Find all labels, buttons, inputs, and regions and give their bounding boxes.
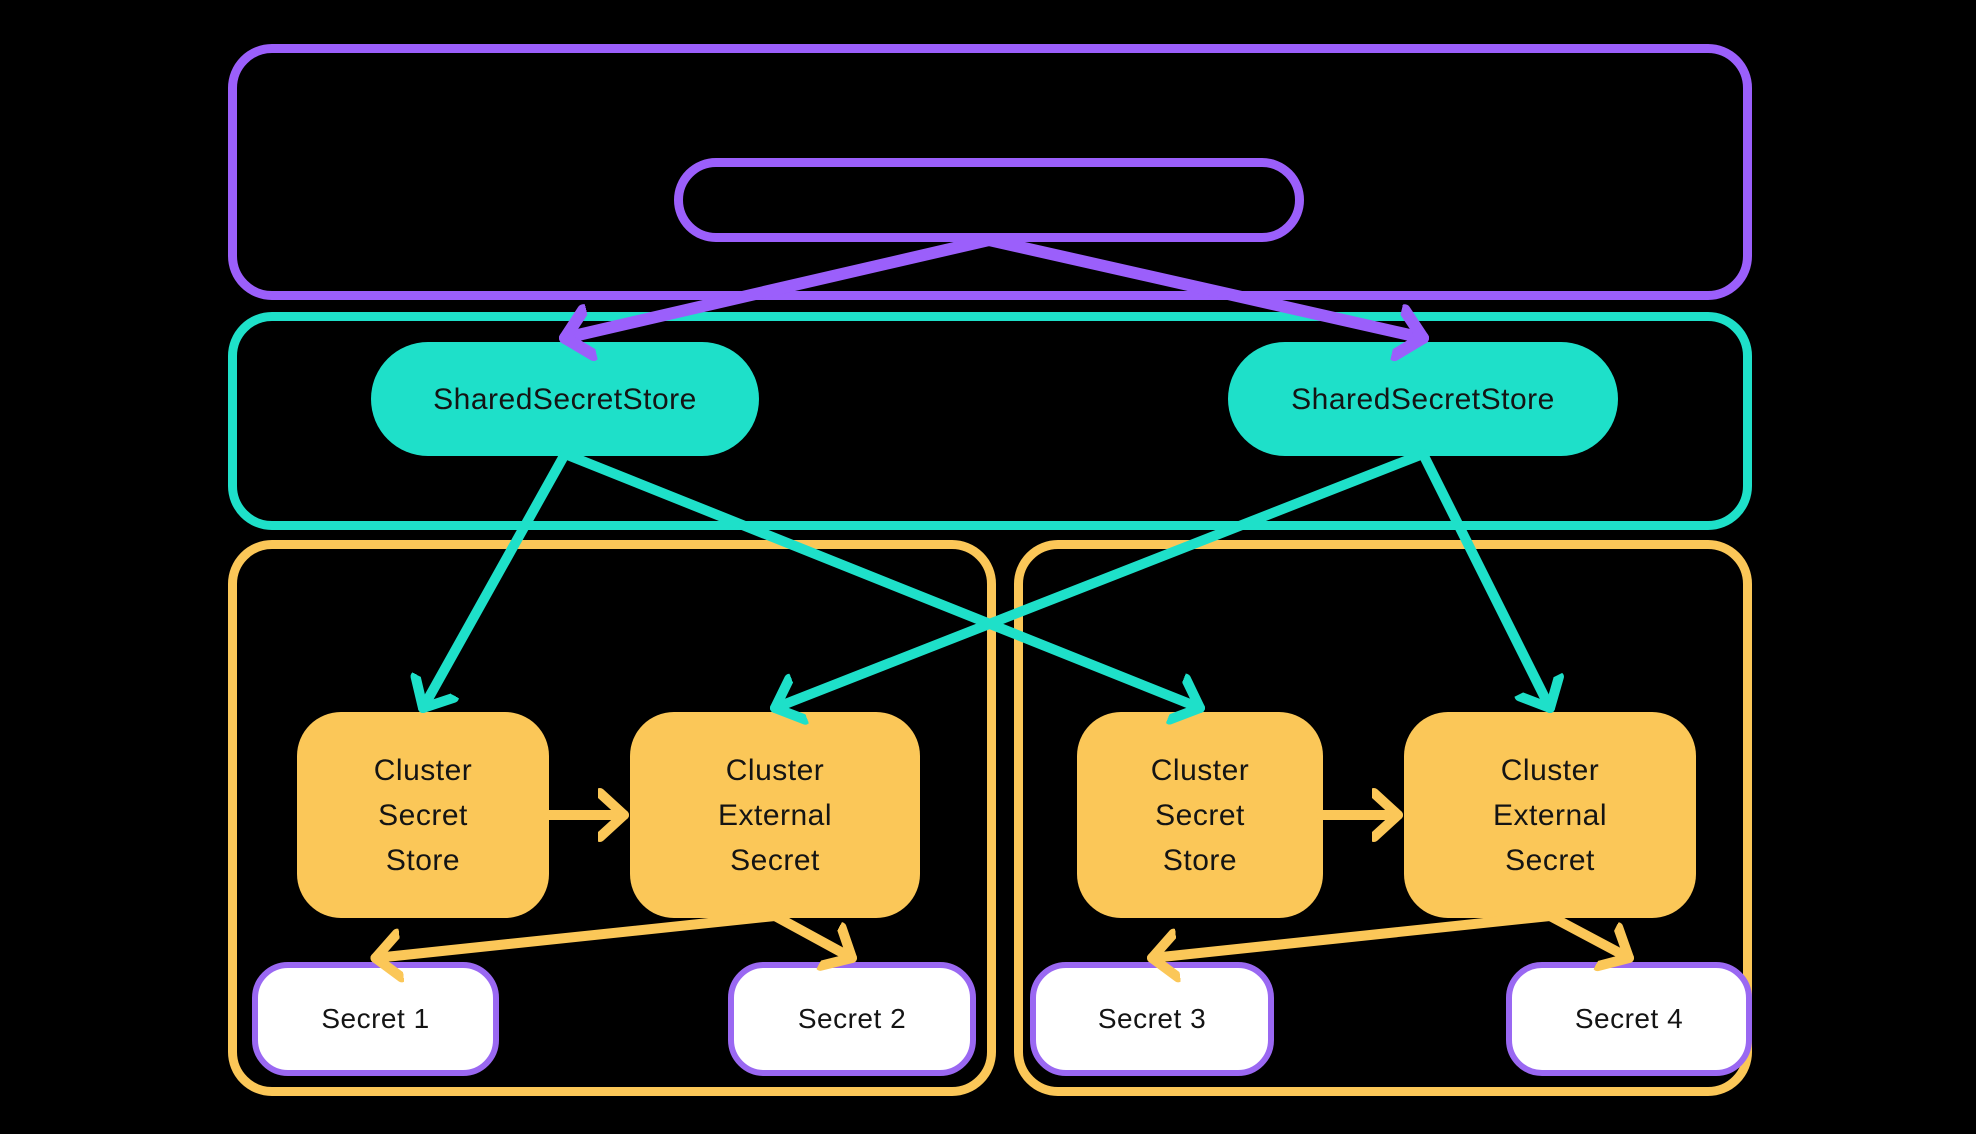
shared-secret-store-2-label: SharedSecretStore bbox=[1291, 382, 1555, 416]
cluster-1-secret-store-label: Cluster Secret Store bbox=[373, 753, 473, 877]
cluster-2-secret-store-label: Cluster Secret Store bbox=[1150, 753, 1250, 877]
shared-secret-store-1: SharedSecretStore bbox=[371, 342, 759, 456]
cluster-1-secret-store: Cluster Secret Store bbox=[297, 712, 549, 918]
secret-2-label: Secret 2 bbox=[797, 1003, 907, 1034]
shared-secret-store-2: SharedSecretStore bbox=[1228, 342, 1618, 456]
cluster-2-external-secret: Cluster External Secret bbox=[1404, 712, 1696, 918]
shared-secret-store-1-label: SharedSecretStore bbox=[433, 382, 697, 416]
secret-4-label: Secret 4 bbox=[1574, 1003, 1684, 1034]
cluster-2-secret-store: Cluster Secret Store bbox=[1077, 712, 1323, 918]
secret-1-label: Secret 1 bbox=[321, 1003, 430, 1034]
cluster-2-external-secret-label: Cluster External Secret bbox=[1492, 753, 1608, 877]
secret-4-pill: Secret 4 bbox=[1506, 962, 1752, 1076]
cluster-1-external-secret: Cluster External Secret bbox=[630, 712, 920, 918]
secret-2-pill: Secret 2 bbox=[728, 962, 976, 1076]
secret-3-pill: Secret 3 bbox=[1030, 962, 1274, 1076]
secret-3-label: Secret 3 bbox=[1097, 1003, 1207, 1034]
controller-pill bbox=[674, 158, 1304, 242]
cluster-1-external-secret-label: Cluster External Secret bbox=[717, 753, 833, 877]
secret-1-pill: Secret 1 bbox=[252, 962, 499, 1076]
